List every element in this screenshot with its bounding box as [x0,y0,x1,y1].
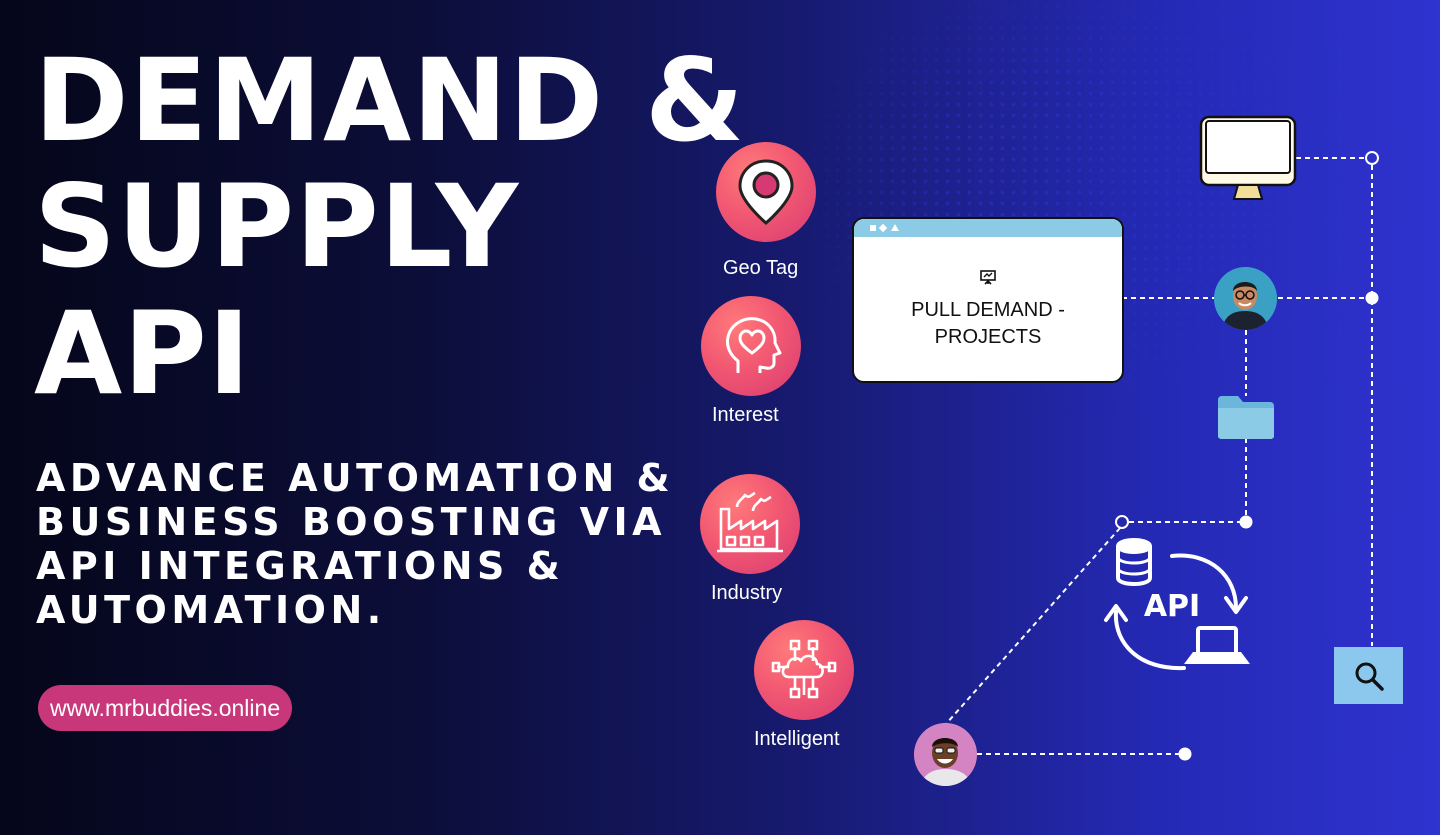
avatar-man-smiling [914,723,977,786]
monitor-icon [1199,115,1297,200]
intelligent-badge [754,620,854,720]
head-heart-icon [726,317,782,373]
window-title: PULL DEMAND - PROJECTS [854,297,1122,351]
intelligent-label: Intelligent [754,728,840,750]
title-line-3: API [34,287,252,420]
window-title-bar [854,219,1122,237]
api-label: API [1144,589,1200,624]
subtitle-line-3: API INTEGRATIONS & [36,544,565,588]
subtitle-line-2: BUSINESS BOOSTING VIA [36,500,667,544]
cloud-network-icon [771,639,837,699]
website-link[interactable]: www.mrbuddies.online [38,685,293,731]
avatar-man-glasses [1214,267,1277,330]
title-line-2: SUPPLY [34,160,520,293]
title-line-1: DEMAND & [34,34,746,167]
industry-badge [700,474,800,574]
search-icon [1355,662,1384,691]
subtitle-line-1: ADVANCE AUTOMATION & [36,456,675,500]
geo-tag-label: Geo Tag [723,257,799,279]
geo-tag-badge [716,142,816,242]
search-button[interactable] [1334,647,1403,704]
presentation-icon [980,270,996,285]
window-title-line-1: PULL DEMAND - [911,299,1065,321]
interest-badge [701,296,801,396]
window-title-line-2: PROJECTS [934,326,1042,348]
industry-label: Industry [711,582,783,604]
map-pin-icon [738,159,794,225]
factory-icon [717,491,783,553]
subtitle-line-4: AUTOMATION. [36,588,386,632]
folder-icon [1218,396,1274,439]
interest-label: Interest [712,404,779,426]
api-cycle-icon: API [1104,538,1250,671]
subtitle: ADVANCE AUTOMATION & BUSINESS BOOSTING V… [36,456,674,632]
pull-demand-window: PULL DEMAND - PROJECTS [852,217,1124,383]
